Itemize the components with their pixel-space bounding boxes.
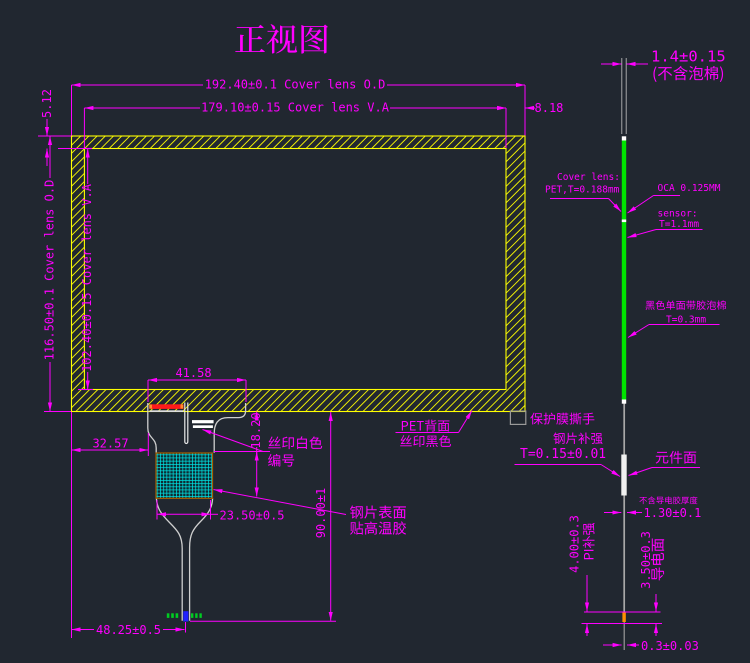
side-view [621,58,627,650]
stiffener-border [155,452,214,499]
dim-tail-center: 48.25±0.5 [96,623,161,637]
stiffener-hatch [156,453,213,499]
dim-tail-length: 90.00±1 [314,488,328,539]
note-component-side [655,450,697,464]
stack-white-cap-top [621,136,627,141]
tail-tip-blue-connector [183,611,189,622]
dim-va-width: 179.10±0.15 Cover lens V.A [201,101,390,115]
stack-pi-orange [622,611,626,622]
dim-od-width: 192.40±0.1 Cover lens O.D [205,78,386,92]
red-mark-end-left [149,404,152,409]
dimension-line [627,229,657,238]
front-notes [202,410,473,535]
note-sensor-line1: sensor: [658,209,698,220]
note-foam-line2: T=0.3mm [666,315,706,326]
tail-outline-right-upper [213,403,247,453]
stack-layer-notch [621,219,627,223]
tail-attach-white-line [149,410,184,412]
note-steel-line2 [350,521,407,535]
dim-tail-offset: 32.57 [92,437,128,451]
dim-va-height: 102.40±0.15 Cover lens V.A [80,183,94,372]
dimension-line [627,195,654,214]
dim-stiffener-width: 23.50±0.5 [220,509,285,523]
dimension-line [600,464,621,477]
pull-tab [509,410,527,426]
steel-stiffener-block [155,452,214,499]
note-white-number-line2 [268,453,295,467]
stack-stiffener-sleeve [621,454,627,496]
dimension-line [202,429,264,452]
dim-pi-length: 4.00±0.3 [568,515,582,573]
white-number-bar-1 [192,420,214,424]
note-cover-line1: Cover lens: [557,172,620,183]
tail-outline-left-lower [155,498,183,621]
dim-right-margin: 8.18 [535,101,564,115]
tail-outline-right-lower [188,498,214,621]
note-protect-line1 [530,412,595,425]
dim-fpc-thickness: 1.30±0.1 [644,506,702,520]
dimension-line [628,467,653,476]
dimension-line [608,198,622,212]
note-oca: OCA 0.125MM [658,183,721,194]
stack-green-bar [621,140,627,400]
panel-outer-rect [70,135,526,413]
note-white-number-line1 [268,436,323,450]
dimension-line [213,489,347,515]
red-mark-end-right [180,404,184,409]
note-sensor-line2: T=1.1mm [659,219,699,230]
dim-stiffener-offset: 18.20 [249,412,263,448]
dim-total-thickness-note [653,65,724,83]
tail-slot [184,402,189,445]
fpc-tail [147,402,247,622]
white-number-bar-2 [192,425,213,428]
stack-white-cap-bottom [621,399,627,404]
tail-tip-green-marks [166,613,202,618]
panel-inner-rect [83,147,507,391]
dim-tip-thickness: 0.3±0.03 [641,639,699,653]
dimension-line [627,324,650,338]
note-pet-back-line1 [401,419,450,432]
dim-top-margin: 5.12 [40,89,54,118]
red-mark [149,404,184,409]
dimension-line [458,410,473,433]
dim-contact-label [650,538,665,581]
dim-contact-length: 3.50±0.3 [639,531,653,589]
note-protect-line2 [553,432,603,445]
dim-pi-label [582,522,595,560]
dim-od-height: 116.50±0.1 Cover lens O.D [43,180,57,361]
front-dimensions: 192.40±0.1 Cover lens O.D 179.10±0.15 Co… [38,78,564,638]
note-protect-line3: T=0.15±0.01 [520,447,606,462]
dim-tail-width: 41.58 [175,366,211,380]
note-cover-line2: PET,T=0.188mm [545,185,620,196]
front-view-panel [70,135,526,413]
page-title [235,24,328,54]
side-dimensions: 1.4±0.15 Cover lens: PET,T=0.188mm OCA 0… [514,48,726,653]
note-pet-back-line2 [400,435,452,448]
note-steel-line1 [349,505,406,519]
note-foam-line1 [645,300,726,310]
dim-fpc-thickness-note [639,496,698,505]
dim-total-thickness: 1.4±0.15 [651,48,726,66]
tail-outline-left-upper [147,403,157,453]
